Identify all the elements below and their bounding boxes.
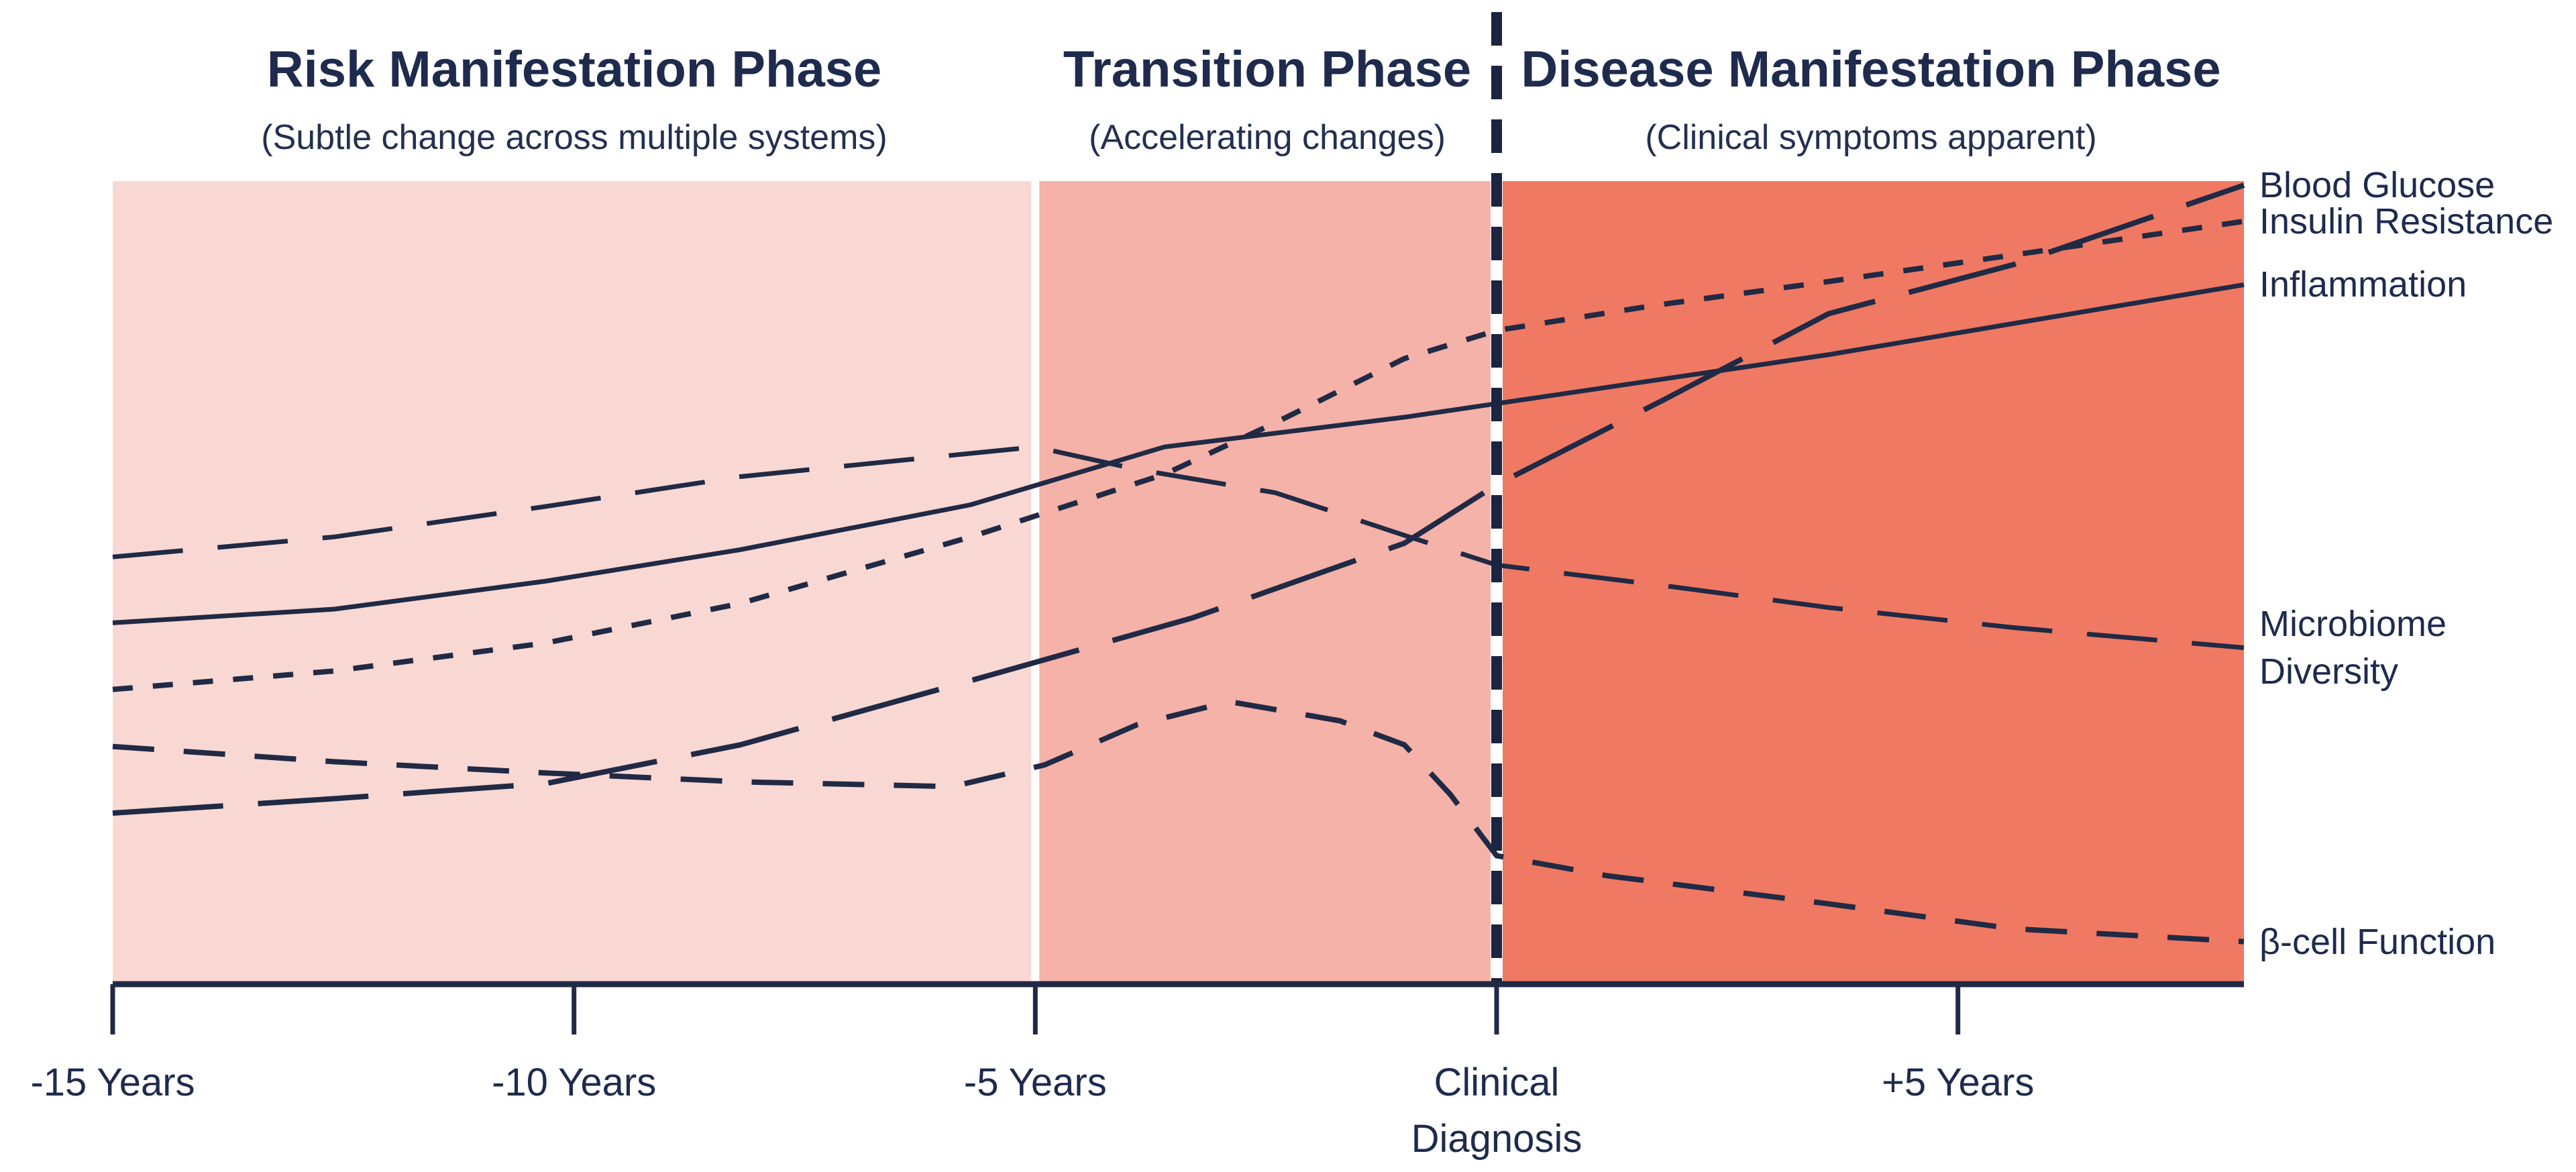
series-label-insulin-resistance: Insulin Resistance: [2259, 201, 2554, 242]
series-line-inflammation: [112, 282, 2245, 625]
phase-title-risk: Risk Manifestation Phase: [266, 41, 882, 98]
phase-subtitle-disease: (Clinical symptoms apparent): [1645, 117, 2097, 157]
phase-title-disease: Disease Manifestation Phase: [1521, 41, 2221, 98]
series-line-microbiome-diversity: [112, 444, 2245, 650]
series-line-insulin-resistance: [112, 218, 2245, 692]
x-tick-label-5: +5 Years: [1881, 1061, 2035, 1104]
x-tick-label--5: -5 Years: [963, 1061, 1107, 1104]
series-line-blood-glucose: [112, 182, 2245, 816]
phase-subtitle-risk: (Subtle change across multiple systems): [261, 117, 888, 157]
series-label--cell-function: β-cell Function: [2259, 921, 2496, 962]
x-tick-label--15: -15 Years: [30, 1061, 195, 1104]
series-line--cell-function: [112, 698, 2245, 945]
phase-header-transition: Transition Phase (Accelerating changes): [1063, 43, 1471, 156]
phase-header-disease: Disease Manifestation Phase (Clinical sy…: [1521, 43, 2220, 156]
series-label-microbiome-diversity: Microbiome Diversity: [2259, 604, 2447, 692]
phase-band-2: [1039, 181, 1491, 981]
x-tick-label--10: -10 Years: [492, 1061, 657, 1104]
phase-band-1: [113, 181, 1032, 981]
series-label-inflammation: Inflammation: [2259, 264, 2467, 305]
phase-header-risk: Risk Manifestation Phase (Subtle change …: [261, 43, 888, 156]
phase-title-transition: Transition Phase: [1063, 41, 1472, 98]
series-label-blood-glucose: Blood Glucose: [2259, 164, 2496, 205]
x-tick-label-0: Clinical Diagnosis: [1411, 1061, 1582, 1161]
phase-subtitle-transition: (Accelerating changes): [1089, 117, 1446, 157]
